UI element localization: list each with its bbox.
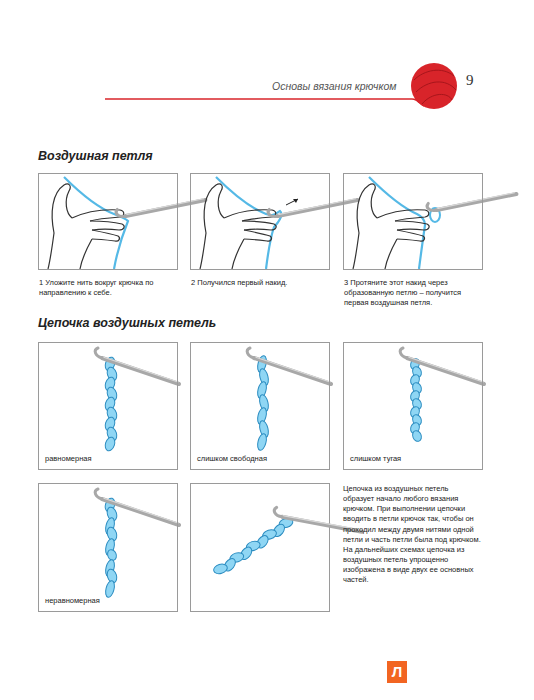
crochet-hook	[247, 348, 331, 384]
yarn	[369, 177, 425, 269]
publisher-logo: Л	[387, 661, 407, 683]
page-header-art	[105, 63, 457, 109]
yarn-ball	[411, 63, 457, 109]
step-caption: 3 Протяните этот накид через образованну…	[344, 278, 484, 307]
section-heading: Цепочка воздушных петель	[38, 316, 216, 330]
hand-step-1	[48, 169, 205, 269]
hand-step-3	[353, 163, 516, 269]
image-frame: 1 Уложите нить вокруг крючка по направле…	[38, 173, 178, 270]
image-label: неравномерная	[43, 596, 102, 606]
yarn-ball-lines	[414, 70, 456, 104]
hand	[48, 184, 124, 269]
section-heading: Воздушная петля	[38, 149, 153, 163]
running-header: Основы вязания крючком	[272, 80, 396, 92]
chain-tight	[400, 348, 484, 443]
image-frame: 2 Получился первый накид.	[190, 173, 330, 270]
page-number: 9	[466, 72, 474, 89]
hand-step-2	[200, 169, 357, 269]
direction-arrow	[286, 199, 298, 205]
image-frame: неравномерная	[38, 483, 178, 612]
crochet-hook	[115, 169, 206, 242]
hand	[200, 184, 276, 269]
arrow-head	[293, 199, 298, 203]
image-frame	[191, 484, 330, 612]
chain-diagonal	[191, 484, 362, 612]
chain-uneven	[95, 489, 179, 598]
image-frame: слишком свободная	[190, 342, 330, 470]
step-caption: 1 Уложите нить вокруг крючка по направле…	[39, 278, 179, 298]
image-label: равномерная	[43, 454, 94, 464]
crochet-hook	[95, 348, 179, 384]
header-rule	[105, 98, 412, 100]
hand	[353, 184, 429, 269]
crochet-hook	[400, 348, 484, 384]
chain-loose	[247, 348, 331, 451]
image-frame: равномерная	[38, 342, 178, 470]
crochet-hook	[95, 489, 179, 525]
image-label: слишком свободная	[195, 454, 269, 464]
image-frame: 3 Протяните этот накид через образованну…	[343, 173, 483, 270]
image-label: слишком тугая	[348, 454, 403, 464]
image-frame: слишком тугая	[343, 342, 483, 470]
body-paragraph: Цепочка из воздушных петель образует нач…	[343, 484, 481, 585]
chain-even	[95, 348, 179, 452]
step-caption: 2 Получился первый накид.	[191, 278, 331, 288]
